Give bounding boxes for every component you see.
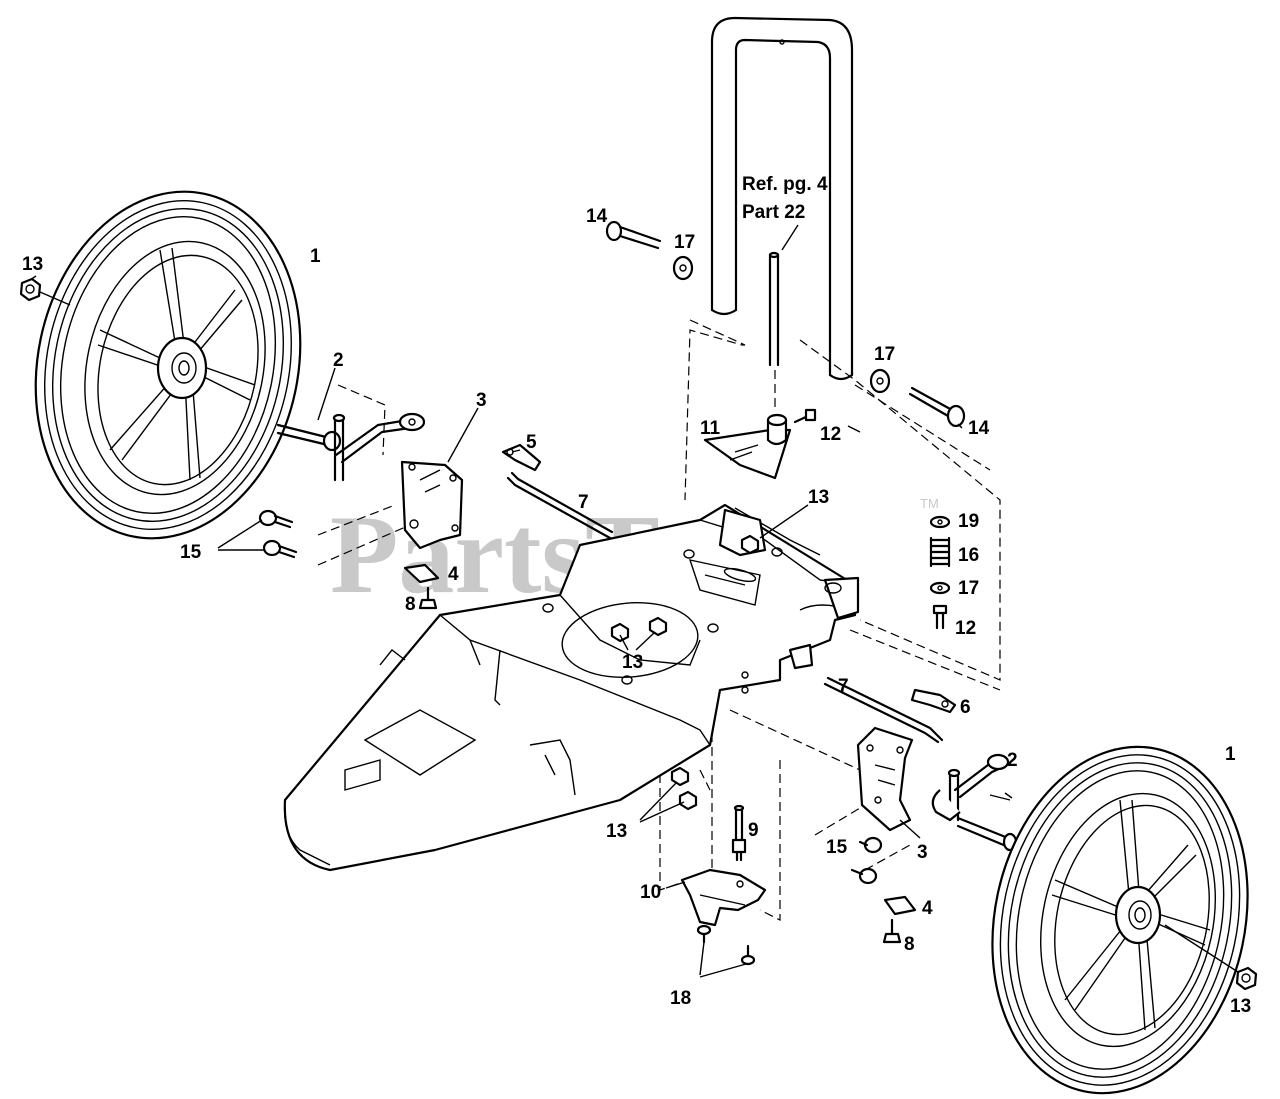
- callout-6: 6: [960, 697, 971, 718]
- left-bolts-15: [258, 509, 298, 559]
- callout-labels: 13 1 2 3 5 7 15 4 8 13 14 17 17 14 11 12…: [22, 206, 1251, 1017]
- label-leaders: [29, 275, 963, 433]
- callout-8-right: 8: [904, 934, 915, 955]
- callout-4: 4: [448, 564, 459, 585]
- callout-1: 1: [310, 246, 321, 267]
- callout-1-right: 1: [1225, 744, 1236, 765]
- left-bracket: [400, 460, 464, 550]
- right-hardware: [850, 836, 917, 944]
- watermark-tm: TM: [920, 496, 939, 511]
- callout-13-upper: 13: [808, 487, 829, 508]
- callout-3-right: 3: [917, 842, 928, 863]
- right-bracket: [856, 726, 914, 832]
- pin-9: [731, 804, 747, 862]
- right-wheel: [991, 745, 1249, 1095]
- bracket-10: [680, 868, 767, 966]
- callout-14-right: 14: [968, 418, 990, 439]
- bolt-14-lower: [869, 368, 966, 428]
- callout-3: 3: [476, 390, 487, 411]
- nut-13-right: [1235, 966, 1258, 991]
- right-axle: [931, 753, 1018, 852]
- leader-lines: [217, 367, 1013, 978]
- deck-nuts: [610, 534, 760, 811]
- reference-note-line2: Part 22: [742, 202, 805, 223]
- left-clip-and-bolt: [403, 563, 440, 610]
- callout-12-stack: 12: [955, 618, 976, 639]
- callout-16: 16: [958, 545, 979, 566]
- reference-rod: [768, 224, 799, 367]
- callout-17-right: 17: [874, 344, 895, 365]
- left-axle: [276, 412, 426, 482]
- callout-7: 7: [578, 492, 589, 513]
- callout-13: 13: [22, 254, 43, 275]
- spring-stack: [929, 515, 951, 630]
- callout-19: 19: [958, 511, 979, 532]
- callout-18: 18: [670, 988, 691, 1009]
- callout-10: 10: [640, 882, 661, 903]
- bolt-14-upper: [605, 220, 694, 281]
- callout-15-right: 15: [826, 837, 848, 858]
- callout-13-right: 13: [1230, 996, 1251, 1017]
- reference-note-line1: Ref. pg. 4: [742, 174, 828, 195]
- handle: [710, 16, 854, 381]
- handle-bracket: [703, 408, 817, 480]
- callout-13-lower: 13: [606, 821, 627, 842]
- callout-2: 2: [333, 350, 344, 371]
- callout-15: 15: [180, 542, 202, 563]
- callout-11: 11: [700, 418, 721, 439]
- callout-5: 5: [526, 432, 537, 453]
- left-wheel: [34, 190, 302, 540]
- callout-2-right: 2: [1007, 750, 1018, 771]
- callout-13-center: 13: [622, 652, 643, 673]
- callout-7-right: 7: [838, 676, 849, 697]
- callout-9: 9: [748, 820, 759, 841]
- callout-4-right: 4: [922, 898, 933, 919]
- callout-14: 14: [586, 206, 608, 227]
- callout-17: 17: [674, 232, 695, 253]
- callout-17-stack: 17: [958, 578, 979, 599]
- callout-12: 12: [820, 424, 841, 445]
- right-link-and-rod: [823, 676, 957, 744]
- callout-8: 8: [405, 594, 416, 615]
